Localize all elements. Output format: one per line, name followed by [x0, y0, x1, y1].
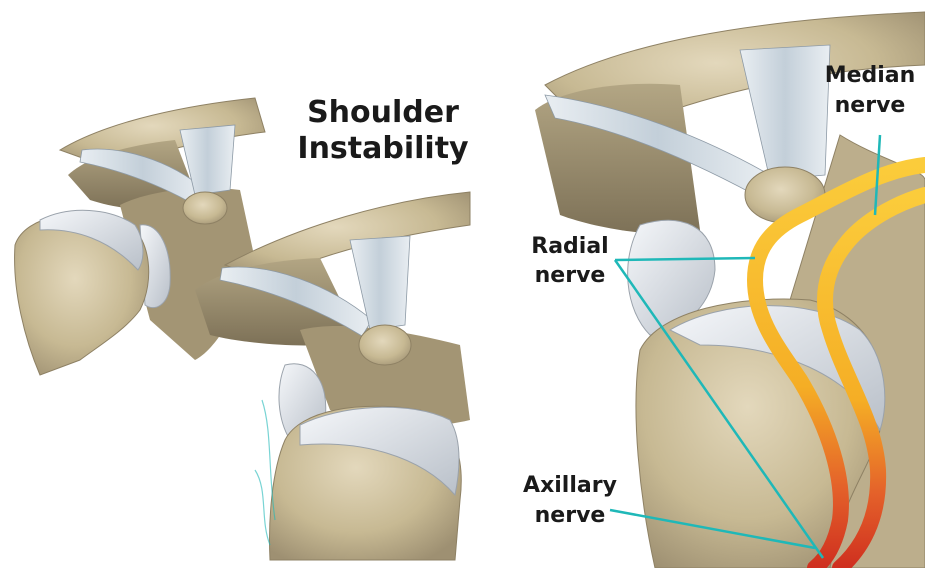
axillary-nerve-label: Axillary nerve — [523, 473, 617, 528]
axillary-label-line2: nerve — [535, 503, 606, 528]
axillary-label-line1: Axillary — [523, 473, 617, 498]
median-label-line2: nerve — [835, 93, 906, 118]
median-label-line1: Median — [825, 63, 916, 88]
median-nerve-label: Median nerve — [825, 63, 916, 118]
radial-nerve-label: Radial nerve — [531, 234, 608, 288]
title-line1: Shoulder — [307, 95, 459, 130]
radial-label-line2: nerve — [535, 263, 606, 288]
left-shoulder-illustration — [0, 98, 270, 390]
radial-label-line1: Radial — [531, 234, 608, 259]
title-label: Shoulder Instability — [297, 95, 469, 166]
title-line2: Instability — [297, 131, 469, 166]
